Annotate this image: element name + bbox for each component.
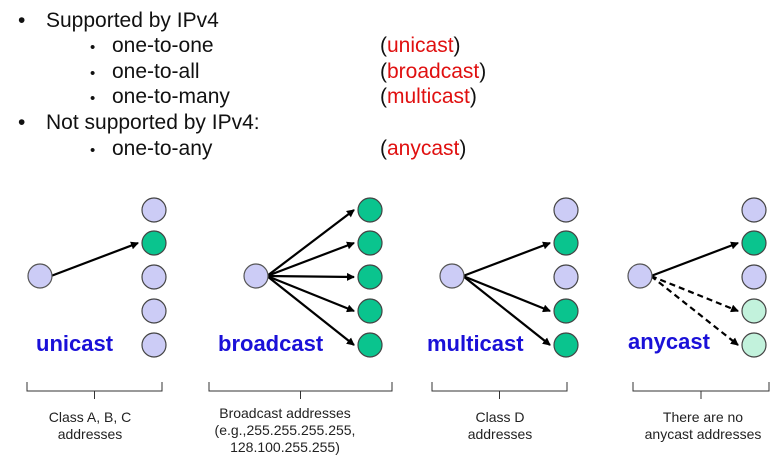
- broadcast-brace: [208, 382, 393, 399]
- unicast-arrow-solid: [50, 241, 139, 278]
- anycast-dest-node-candidate: [741, 332, 767, 358]
- label-anycast: anycast: [628, 329, 710, 354]
- anycast-arrow-solid: [650, 241, 739, 278]
- multicast-dest-node-active: [553, 298, 579, 324]
- label-broadcast: broadcast: [218, 331, 324, 356]
- multicast-dest-node-active: [553, 332, 579, 358]
- label-unicast: unicast: [36, 331, 114, 356]
- multicast-dest-node-idle: [553, 197, 579, 223]
- broadcast-dest-node-active: [357, 298, 383, 324]
- multicast-arrow-solid: [462, 275, 551, 346]
- anycast-arrow-dashed: [650, 274, 739, 313]
- broadcast-arrow-solid: [266, 241, 355, 278]
- broadcast-dest-node-active: [357, 332, 383, 358]
- unicast-dest-node-active: [141, 230, 167, 256]
- broadcast-dest-node-active: [357, 264, 383, 290]
- paren-broadcast: (broadcast): [380, 60, 487, 83]
- unicast-brace: [26, 382, 163, 399]
- unicast-dest-node-idle: [141, 264, 167, 290]
- unicast-dest-node-idle: [141, 197, 167, 223]
- paren-multicast: (multicast): [380, 85, 477, 108]
- multicast-dest-node-idle: [553, 264, 579, 290]
- paren-unicast: (unicast): [380, 34, 461, 57]
- paren-anycast: (anycast): [380, 137, 467, 160]
- bullet-not-supported: •Not supported by IPv4:: [18, 111, 260, 134]
- note-broadcast: Broadcast addresses(e.g.,255.255.255.255…: [214, 405, 356, 455]
- broadcast-dest-node-active: [357, 230, 383, 256]
- bullet-one-to-any: •one-to-any: [90, 137, 213, 160]
- broadcast-source-node: [243, 263, 269, 289]
- broadcast-arrow-solid: [266, 274, 355, 313]
- anycast-arrow-dashed: [650, 275, 739, 346]
- anycast-brace: [632, 382, 770, 399]
- multicast-source-node: [439, 263, 465, 289]
- anycast-dest-node-candidate: [741, 298, 767, 324]
- anycast-dest-node-idle: [741, 197, 767, 223]
- multicast-brace: [431, 382, 568, 399]
- broadcast-dest-node-active: [357, 197, 383, 223]
- bullet-supported: •Supported by IPv4: [18, 9, 219, 32]
- anycast-dest-node-active: [741, 230, 767, 256]
- broadcast-arrow-solid: [266, 209, 355, 277]
- unicast-dest-node-idle: [141, 298, 167, 324]
- unicast-dest-node-idle: [141, 332, 167, 358]
- multicast-arrow-solid: [462, 274, 551, 313]
- label-multicast: multicast: [427, 331, 524, 356]
- bullet-one-to-many: •one-to-many: [90, 85, 230, 108]
- unicast-source-node: [27, 263, 53, 289]
- multicast-arrow-solid: [462, 241, 551, 278]
- multicast-dest-node-active: [553, 230, 579, 256]
- anycast-source-node: [627, 263, 653, 289]
- anycast-dest-node-idle: [741, 264, 767, 290]
- broadcast-arrow-solid: [266, 275, 355, 346]
- bullet-one-to-all: •one-to-all: [90, 60, 200, 83]
- broadcast-arrow-solid: [266, 272, 355, 281]
- bullet-one-to-one: •one-to-one: [90, 34, 214, 57]
